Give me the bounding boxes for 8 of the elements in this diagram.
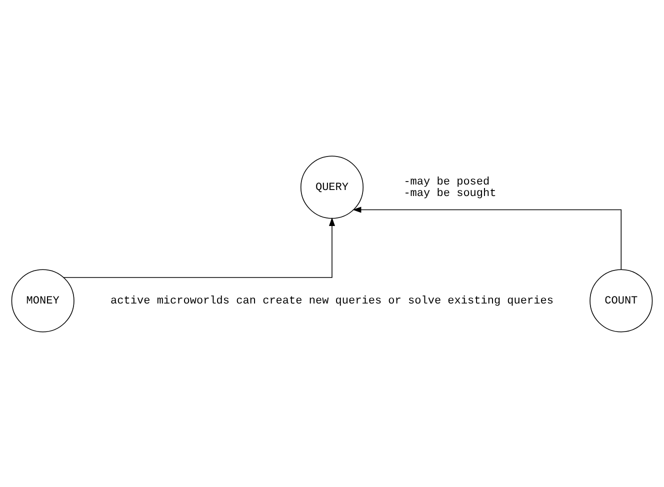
node-label: -may be sought xyxy=(404,188,496,200)
arrow xyxy=(352,206,622,270)
node-label: -may be posed xyxy=(404,176,490,188)
arrow xyxy=(63,216,336,278)
node-circle: MONEY xyxy=(11,268,74,332)
node-circle: QUERY xyxy=(300,155,364,218)
node-circle: COUNT xyxy=(590,268,653,332)
label: active microworlds can create new queries or solve existing queries xyxy=(110,295,554,308)
